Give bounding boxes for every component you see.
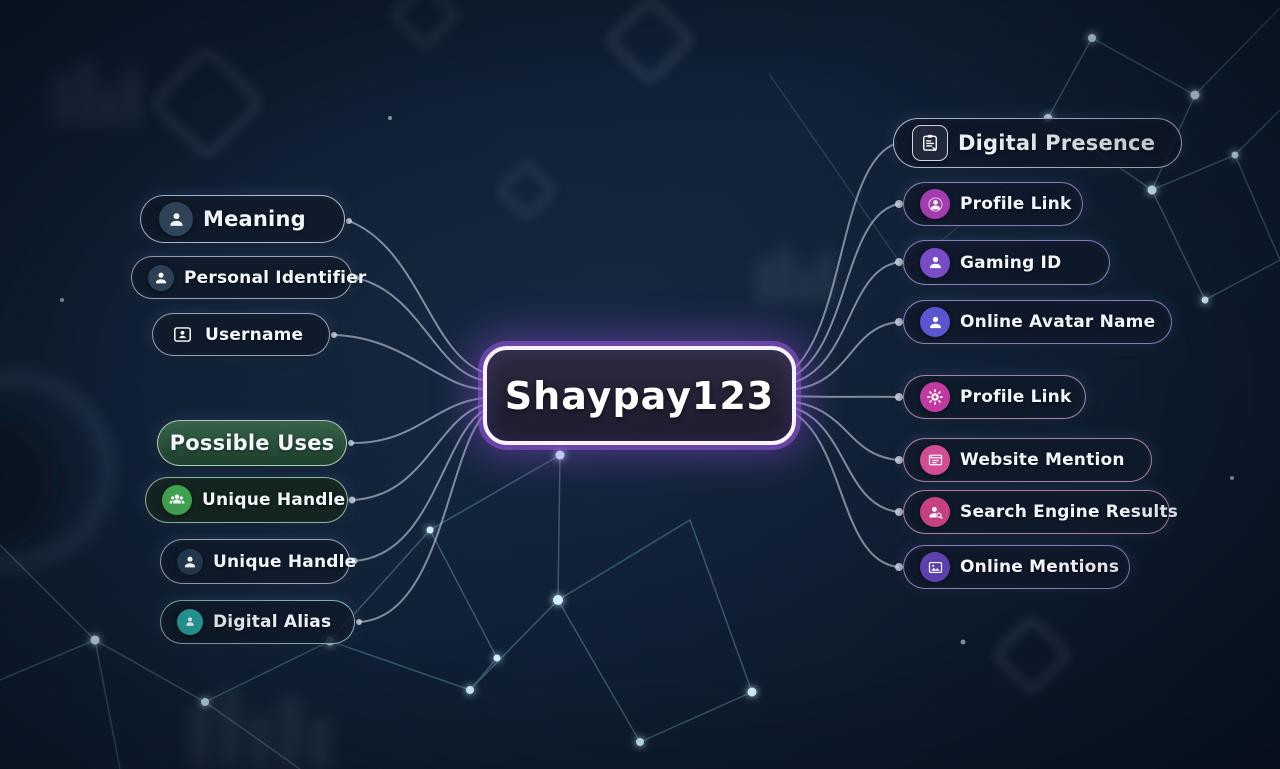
small-stars: [60, 116, 1234, 645]
person-search-icon: [920, 497, 950, 527]
image-icon: [920, 552, 950, 582]
node-gaming-id[interactable]: Gaming ID: [903, 240, 1110, 285]
node-label: Online Avatar Name: [960, 312, 1156, 332]
node-label: Personal Identifier: [184, 267, 367, 288]
node-label: Website Mention: [960, 450, 1125, 470]
node-digital-presence[interactable]: Digital Presence: [893, 118, 1182, 168]
connector-end-dots: [331, 200, 903, 625]
person-icon: [148, 264, 174, 291]
node-possible-uses[interactable]: Possible Uses: [157, 420, 347, 466]
person-icon: [920, 247, 950, 278]
browser-icon: [920, 445, 950, 475]
node-search-engine-results[interactable]: Search Engine Results: [903, 490, 1178, 534]
node-online-mentions[interactable]: Online Mentions: [903, 545, 1130, 589]
node-username[interactable]: Username: [152, 313, 330, 356]
node-label: Gaming ID: [960, 252, 1062, 273]
diamond-shapes: [153, 0, 1070, 693]
clipboard-arrow-icon: [912, 125, 948, 161]
node-unique-handle-1[interactable]: Unique Handle: [145, 477, 348, 523]
node-website-mention[interactable]: Website Mention: [903, 438, 1152, 482]
node-online-avatar-name[interactable]: Online Avatar Name: [903, 300, 1172, 344]
node-label: Profile Link: [960, 194, 1072, 214]
node-personal-identifier[interactable]: Personal Identifier: [131, 256, 366, 299]
node-digital-alias[interactable]: Digital Alias: [160, 600, 355, 644]
center-node-label: Shaypay123: [504, 373, 775, 418]
node-meaning[interactable]: Meaning: [140, 195, 345, 243]
node-unique-handle-2[interactable]: Unique Handle: [160, 539, 356, 584]
node-label: Possible Uses: [169, 431, 335, 455]
node-profile-link-2[interactable]: Profile Link: [903, 375, 1086, 419]
id-badge-icon: [169, 322, 195, 348]
node-label: Digital Presence: [958, 131, 1156, 155]
node-label: Unique Handle: [213, 551, 357, 572]
person-icon: [177, 548, 203, 575]
node-label: Search Engine Results: [960, 502, 1179, 522]
person-pin-icon: [177, 609, 203, 635]
node-label: Online Mentions: [960, 557, 1120, 577]
node-label: Meaning: [203, 207, 306, 231]
node-label: Digital Alias: [213, 612, 332, 632]
blurred-emblem: [0, 370, 115, 570]
person-icon: [159, 202, 193, 236]
profile-icon: [920, 189, 950, 219]
center-node-shaypay123[interactable]: Shaypay123: [483, 346, 796, 445]
person-icon: [920, 307, 950, 337]
node-label: Unique Handle: [202, 490, 346, 510]
node-label: Profile Link: [960, 387, 1072, 407]
node-label: Username: [205, 324, 304, 345]
node-profile-link-1[interactable]: Profile Link: [903, 182, 1083, 226]
group-icon: [162, 485, 192, 515]
bar-shapes: [55, 60, 834, 769]
gear-icon: [920, 382, 950, 412]
